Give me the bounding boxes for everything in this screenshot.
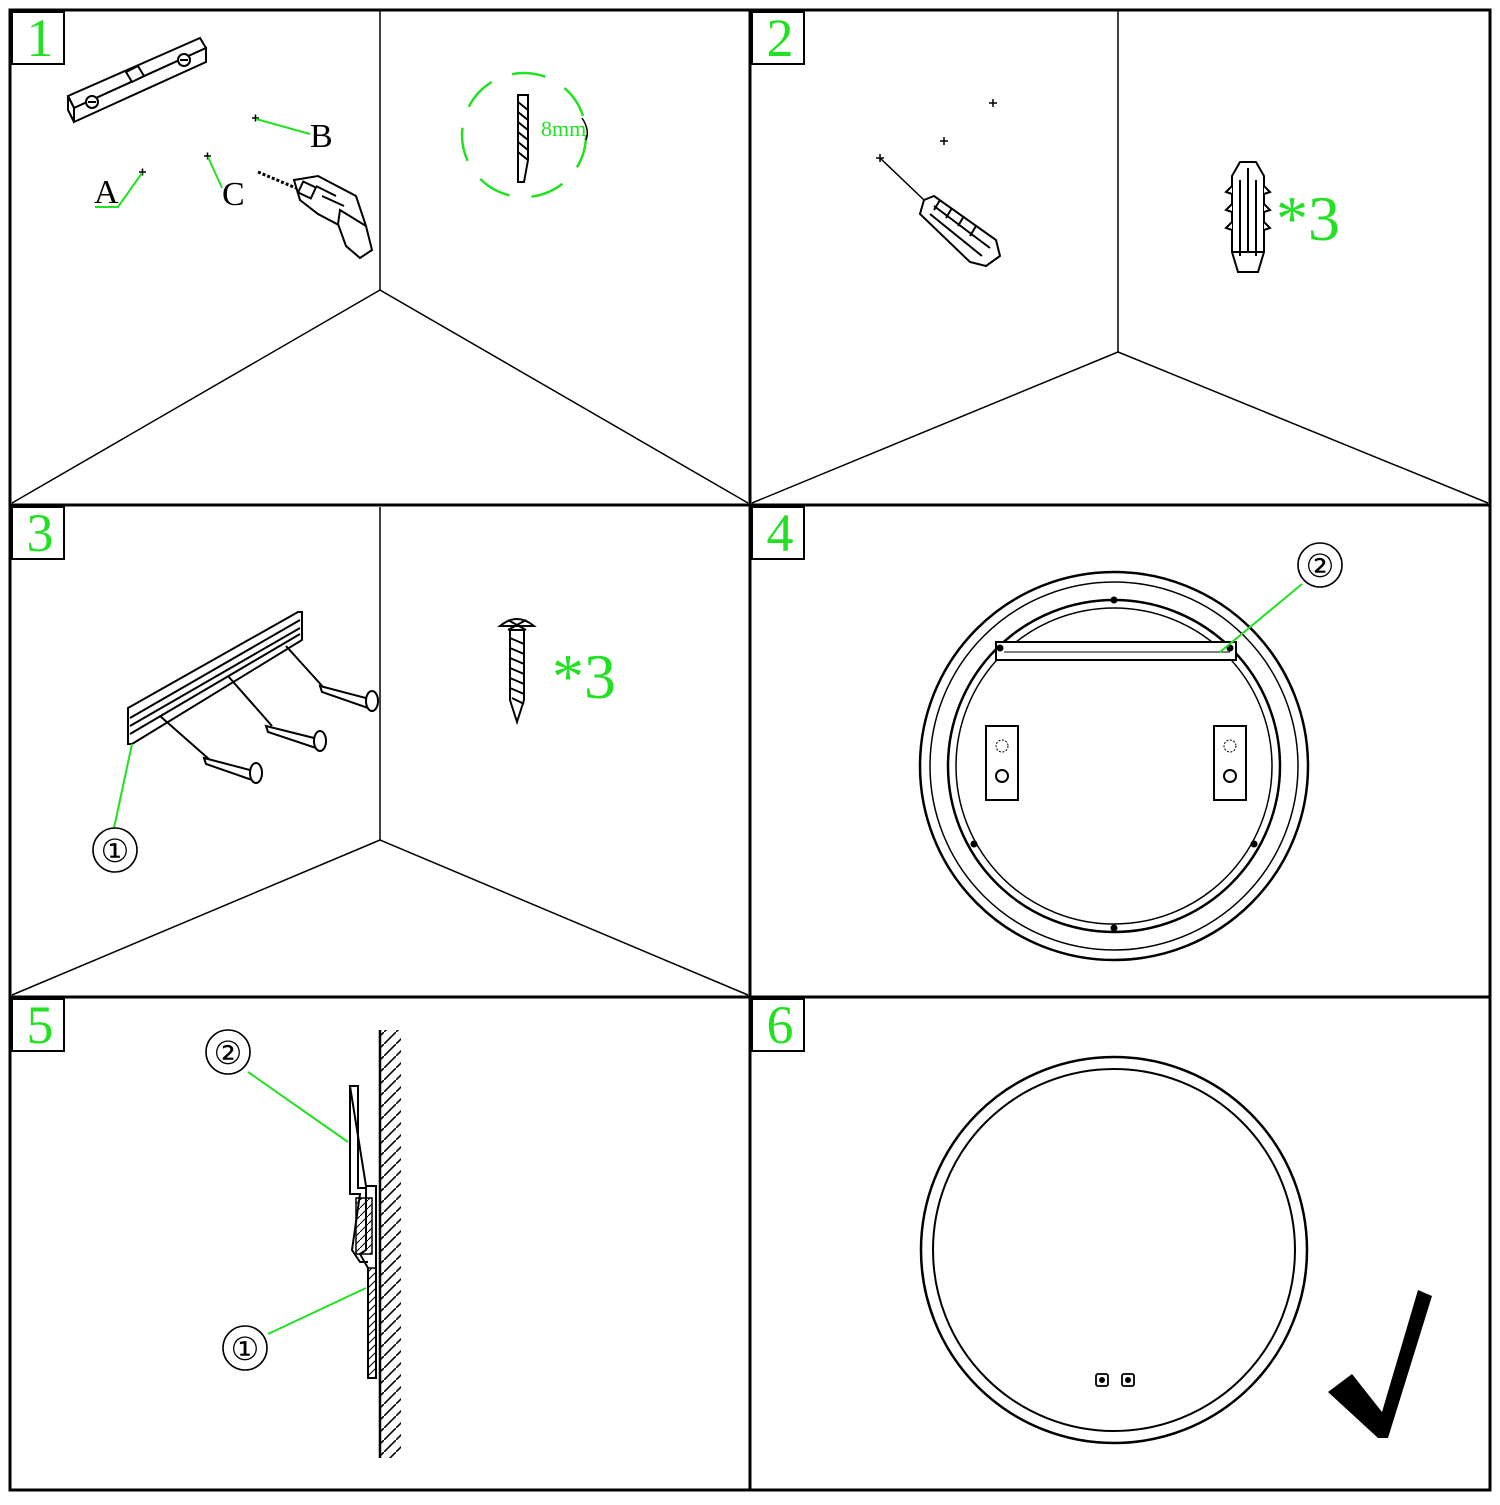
panel-3-corner [11,507,749,996]
drill-marks [139,114,259,176]
checkmark-icon [1328,1290,1432,1438]
step-5-number: 5 [26,995,54,1055]
rail-screws [202,684,379,784]
wall-section-icon [348,1030,401,1458]
mark-label-b: B [310,118,333,155]
anchor-quantity: *3 [1276,183,1340,254]
screw-quantity: *3 [552,641,616,712]
drill-bit-icon [460,71,589,199]
step-3-number: 3 [26,503,54,563]
step-4-number: 4 [766,503,794,563]
panel-grid [8,8,1492,1492]
rail-callout: ① [101,833,130,869]
step-1-number: 1 [26,8,54,68]
step-3-badge: 3 [11,503,65,563]
bracket-callout: ② [1306,548,1335,584]
anchor-insert-icon [918,194,1002,268]
rail-callout-leader [113,743,133,829]
section-callout-1: ① [231,1331,260,1367]
section-callout-2-leader [247,1071,349,1143]
panel-1-corner [11,10,749,504]
section-callout-2: ② [214,1035,243,1071]
mark-label-c: C [222,176,245,213]
round-mirror-back-icon [918,570,1310,962]
step-5-badge: 5 [11,995,65,1055]
step-6-badge: 6 [751,995,805,1055]
wall-holes [876,99,997,201]
wall-anchor-icon [1224,161,1272,273]
section-callout-2-circle [205,1029,251,1075]
step-2-number: 2 [766,8,794,68]
step-4-badge: 4 [751,503,805,563]
spirit-level-icon [66,36,208,124]
step-1-badge: 1 [11,8,65,68]
drill-size-label: 8mm [541,116,586,141]
bracket-callout-circle [1297,542,1343,588]
section-callout-1-leader [267,1287,367,1335]
mark-label-a: A [94,174,119,211]
screw-icon [497,618,537,726]
rail-callout-circle [92,827,138,873]
step-2-badge: 2 [751,8,805,68]
panel-2-corner [751,10,1489,504]
power-drill-icon [257,170,374,260]
step-6-number: 6 [766,995,794,1055]
mark-leaders [95,118,311,208]
bracket-callout-leader [1219,583,1303,653]
mounting-rail-icon [127,611,325,761]
round-mirror-icon [919,1055,1309,1445]
section-callout-1-circle [222,1325,268,1371]
